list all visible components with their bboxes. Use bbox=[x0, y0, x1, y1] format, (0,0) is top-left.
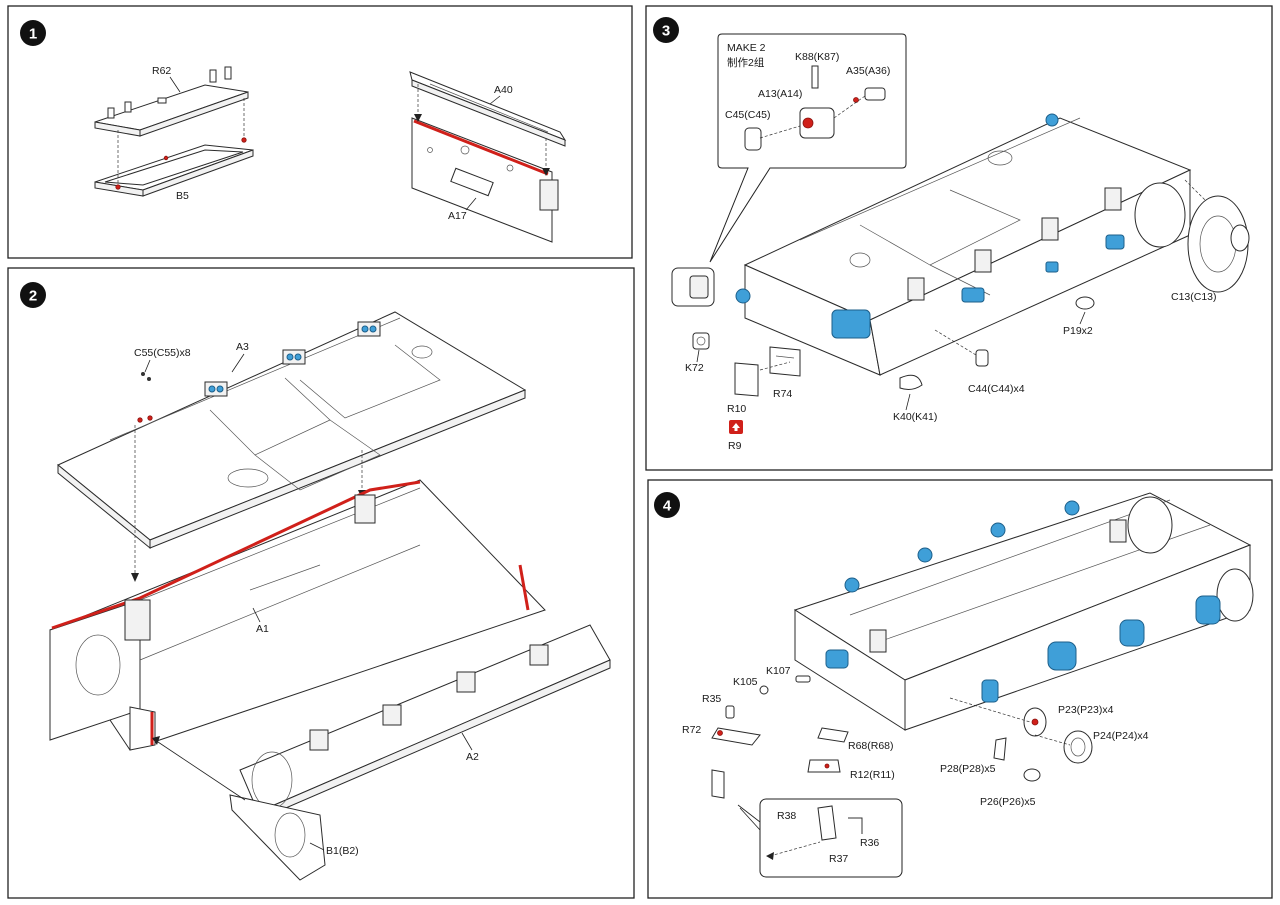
part-b1 bbox=[129, 706, 326, 881]
suspension-arms-blue bbox=[825, 500, 1221, 703]
label-r35: R35 bbox=[702, 693, 721, 705]
label-k105: K105 bbox=[733, 676, 758, 688]
label-r72: R72 bbox=[682, 724, 701, 736]
r9-badge bbox=[729, 420, 743, 434]
part-r68 bbox=[817, 727, 849, 743]
label-p23: P23(P23)x4 bbox=[1058, 704, 1114, 716]
label-a1: A1 bbox=[256, 623, 269, 635]
part-a40 bbox=[409, 71, 567, 147]
label-b1: B1(B2) bbox=[326, 845, 359, 857]
step-1-panel: 1 R62 B5 bbox=[7, 5, 633, 259]
callout-make-label-cn: 制作2组 bbox=[727, 56, 765, 69]
step-3-badge bbox=[653, 17, 679, 43]
label-p28: P28(P28)x5 bbox=[940, 763, 996, 775]
label-r62: R62 bbox=[152, 65, 171, 77]
detail-inset: R38 R37 R36 bbox=[737, 798, 903, 878]
label-r74: R74 bbox=[773, 388, 792, 400]
label-b5: B5 bbox=[176, 190, 189, 202]
part-r72-bracket bbox=[711, 769, 725, 799]
part-p28 bbox=[993, 737, 1007, 761]
front-drive-housing bbox=[671, 267, 715, 307]
label-r12: R12(R11) bbox=[850, 769, 895, 781]
step-4-number: 4 bbox=[663, 498, 672, 515]
blue-highlighted-parts bbox=[735, 234, 1125, 339]
part-r62 bbox=[94, 66, 249, 137]
step-2-badge bbox=[20, 282, 46, 308]
label-r37: R37 bbox=[829, 853, 848, 865]
step-1-number: 1 bbox=[29, 26, 37, 43]
part-a3 bbox=[57, 311, 527, 550]
label-a3: A3 bbox=[236, 341, 249, 353]
part-r72 bbox=[711, 727, 761, 746]
label-r68: R68(R68) bbox=[848, 740, 894, 752]
label-p19: P19x2 bbox=[1063, 325, 1093, 337]
part-p23 bbox=[1023, 707, 1047, 737]
label-a40: A40 bbox=[494, 84, 513, 96]
label-k40: K40(K41) bbox=[893, 411, 937, 423]
part-p19 bbox=[1075, 296, 1095, 310]
label-r9: R9 bbox=[728, 440, 742, 452]
step-2-panel: 2 C55(C55)x8 A3 bbox=[7, 267, 635, 899]
part-r10 bbox=[734, 362, 759, 397]
axle-assembly-diagram bbox=[744, 65, 886, 151]
label-c55: C55(C55)x8 bbox=[134, 347, 191, 359]
step-4-badge bbox=[654, 492, 680, 518]
label-r38: R38 bbox=[777, 810, 796, 822]
part-k40 bbox=[899, 374, 923, 390]
label-a35: A35(A36) bbox=[846, 65, 890, 77]
label-p24: P24(P24)x4 bbox=[1093, 730, 1149, 742]
part-k107 bbox=[795, 675, 811, 683]
label-r10: R10 bbox=[727, 403, 746, 415]
label-k88: K88(K87) bbox=[795, 51, 839, 63]
part-r35 bbox=[725, 705, 735, 719]
step-4-panel: 4 K107 bbox=[647, 479, 1273, 899]
label-r36: R36 bbox=[860, 837, 879, 849]
label-a17: A17 bbox=[448, 210, 467, 222]
label-k107: K107 bbox=[766, 665, 791, 677]
part-a17 bbox=[411, 117, 559, 243]
hull-assembly-step3 bbox=[743, 113, 1192, 376]
step-1-badge bbox=[20, 20, 46, 46]
part-k105 bbox=[759, 685, 769, 695]
label-a2: A2 bbox=[466, 751, 479, 763]
label-c13: C13(C13) bbox=[1171, 291, 1217, 303]
make-two-callout: MAKE 2 制作2组 K88(K87) A35(A36) A13(A14) C… bbox=[709, 33, 907, 263]
step-3-number: 3 bbox=[662, 23, 670, 40]
part-p26 bbox=[1023, 768, 1041, 782]
part-p24 bbox=[1063, 730, 1093, 764]
step-3-panel: 3 MAKE 2 制作2组 K88(K87) A35(A36) A13(A14)… bbox=[645, 5, 1273, 471]
part-c13 bbox=[1187, 195, 1250, 293]
label-c44: C44(C44)x4 bbox=[968, 383, 1025, 395]
part-a1 bbox=[49, 479, 546, 751]
part-a2 bbox=[239, 624, 611, 821]
part-c44 bbox=[934, 329, 989, 367]
part-r74 bbox=[769, 346, 801, 377]
label-p26: P26(P26)x5 bbox=[980, 796, 1036, 808]
label-a13: A13(A14) bbox=[758, 88, 802, 100]
label-c45: C45(C45) bbox=[725, 109, 771, 121]
step-2-number: 2 bbox=[29, 288, 37, 305]
callout-make-label: MAKE 2 bbox=[727, 42, 766, 54]
part-r12 bbox=[807, 759, 841, 773]
label-k72: K72 bbox=[685, 362, 704, 374]
part-k72 bbox=[692, 332, 710, 350]
